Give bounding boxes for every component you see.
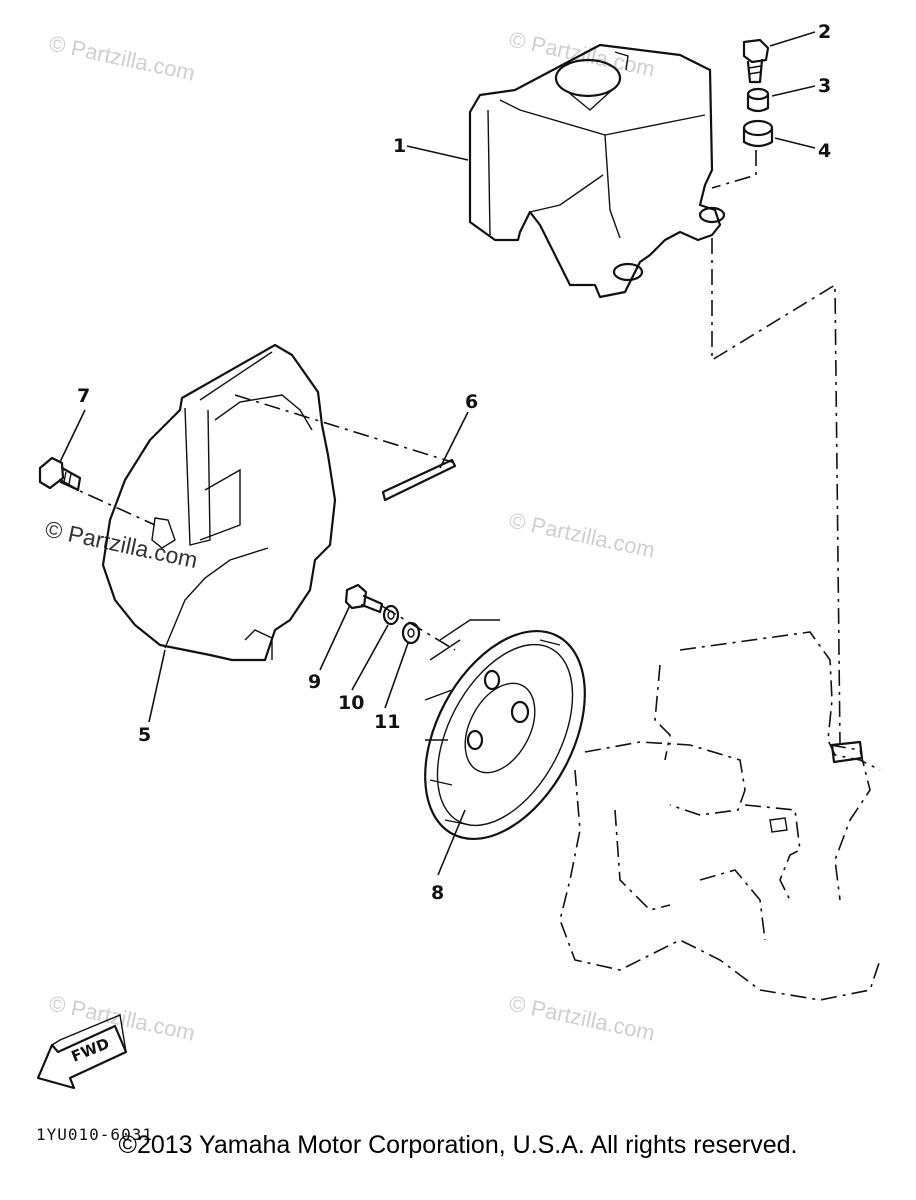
callout-6: 6	[465, 391, 478, 413]
callout-labels: 1 2 3 4 5 6 7 8 9 10 11	[77, 21, 831, 904]
callout-2: 2	[818, 21, 831, 43]
part-2-bolt	[742, 38, 770, 84]
engine-outline	[559, 631, 881, 1001]
callout-4: 4	[818, 140, 831, 162]
watermark-1: © Partzilla.com	[47, 30, 197, 85]
watermark-6: © Partzilla.com	[507, 990, 657, 1045]
part-1-shroud-cover	[468, 43, 726, 299]
part-9-bolt	[344, 583, 384, 614]
callout-5: 5	[138, 724, 151, 746]
watermarks: © Partzilla.com © Partzilla.com © Partzi…	[43, 26, 657, 1045]
callout-8: 8	[431, 882, 444, 904]
diagram-code: 1YU010-6031	[36, 1125, 153, 1144]
callout-1: 1	[393, 135, 406, 157]
part-3-collar	[746, 87, 770, 113]
fwd-arrow: FWD	[36, 1014, 128, 1090]
part-4-grommet	[742, 119, 774, 148]
callout-3: 3	[818, 75, 831, 97]
callout-7: 7	[77, 385, 90, 407]
callout-11: 11	[374, 711, 400, 733]
part-7-bolt	[38, 456, 82, 492]
assembly-lines	[59, 150, 841, 746]
leader-lines	[59, 31, 816, 876]
watermark-5: © Partzilla.com	[47, 990, 197, 1045]
part-8-flywheel-fan	[424, 619, 586, 841]
watermark-4: © Partzilla.com	[507, 507, 657, 562]
part-6-pin	[381, 458, 457, 502]
callout-10: 10	[338, 692, 364, 714]
part-5-fan-housing	[101, 343, 337, 662]
watermark-3: © Partzilla.com	[43, 515, 200, 573]
callout-9: 9	[308, 671, 321, 693]
copyright-notice: ©2013 Yamaha Motor Corporation, U.S.A. A…	[118, 1131, 798, 1159]
